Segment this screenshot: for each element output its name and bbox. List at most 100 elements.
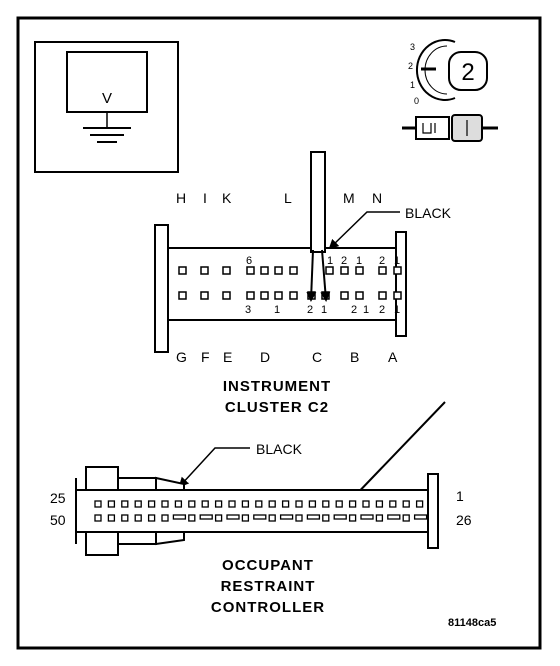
figure-border bbox=[16, 16, 542, 650]
pin-number: 1 bbox=[327, 255, 333, 267]
figure-id: 81148ca5 bbox=[448, 617, 496, 629]
orc-cavity bbox=[306, 514, 321, 520]
cavity-letter-m: M bbox=[343, 190, 355, 206]
position-3-label: 3 bbox=[410, 42, 415, 52]
orc-cavity bbox=[402, 514, 410, 522]
voltmeter-symbol: V bbox=[34, 41, 179, 173]
cluster-top-letters: H I K L M N bbox=[176, 190, 382, 206]
orc-cavity bbox=[94, 514, 102, 522]
connector-icon: 3 2 1 0 2 bbox=[402, 39, 498, 142]
cluster-top-row-cavities bbox=[178, 266, 402, 275]
orc-cavity bbox=[241, 500, 250, 508]
orc-cavity bbox=[281, 500, 290, 508]
pin-number: 1 bbox=[363, 304, 369, 316]
orc-title-line2: RESTRAINT bbox=[221, 578, 316, 595]
cavity-letter-n: N bbox=[372, 190, 382, 206]
orc-cavity bbox=[295, 514, 303, 522]
orc-pin-26: 26 bbox=[456, 512, 472, 528]
orc-cavity bbox=[134, 514, 142, 522]
orc-cavity bbox=[360, 514, 374, 520]
orc-cavity bbox=[415, 500, 424, 508]
orc-cavity bbox=[214, 500, 223, 508]
orc-cavity bbox=[226, 514, 240, 520]
pin-number: 1 bbox=[394, 304, 400, 316]
orc-cavity bbox=[375, 514, 384, 522]
orc-title-line1: OCCUPANT bbox=[222, 557, 314, 574]
orc-title-line3: CONTROLLER bbox=[211, 599, 325, 616]
cluster-wire-leader bbox=[328, 211, 400, 250]
orc-cavity bbox=[322, 500, 330, 508]
orc-cavity bbox=[322, 514, 330, 522]
orc-pin-50: 50 bbox=[50, 512, 66, 528]
orc-cavity bbox=[134, 500, 142, 508]
orc-cavity bbox=[121, 500, 129, 508]
orc-cavity bbox=[268, 514, 276, 522]
orc-cavity bbox=[308, 500, 317, 508]
cavity-letter-i: I bbox=[203, 190, 207, 206]
orc-cavity bbox=[228, 500, 236, 508]
orc-cavity bbox=[107, 500, 116, 508]
pin-number: 1 bbox=[394, 255, 400, 267]
orc-cavity bbox=[279, 514, 294, 520]
pin-number: 1 bbox=[356, 255, 362, 267]
orc-cavity bbox=[255, 500, 263, 508]
orc-wire-color-label: BLACK bbox=[256, 441, 303, 457]
cluster-wire-color-label: BLACK bbox=[405, 205, 452, 221]
probe-arrow-orc bbox=[347, 401, 446, 504]
orc-cavity bbox=[188, 514, 196, 522]
orc-cavity bbox=[147, 500, 156, 508]
cavity-letter-f: F bbox=[201, 349, 210, 365]
orc-cavity bbox=[333, 514, 347, 520]
orc-cavity bbox=[295, 500, 303, 508]
orc-pin-25: 25 bbox=[50, 490, 66, 506]
voltmeter-label: V bbox=[102, 90, 112, 107]
cavity-letter-b: B bbox=[350, 349, 359, 365]
orc-cavity bbox=[268, 500, 276, 508]
cluster-title-line1: INSTRUMENT bbox=[223, 378, 331, 395]
probe-arrow-left bbox=[306, 249, 317, 302]
orc-cavity bbox=[161, 500, 169, 508]
instrument-cluster-connector: 6 1 2 1 2 1 3 1 2 1 2 bbox=[154, 151, 407, 353]
orc-pin-1: 1 bbox=[456, 488, 464, 504]
pin-number: 1 bbox=[321, 304, 327, 316]
orc-cavity bbox=[413, 514, 428, 520]
pin-number: 3 bbox=[245, 304, 251, 316]
orc-cavity bbox=[107, 514, 116, 522]
cluster-top-row-numbers: 6 1 2 1 2 1 bbox=[246, 255, 400, 267]
pin-number: 1 bbox=[274, 304, 280, 316]
orc-cavity bbox=[335, 500, 343, 508]
cavity-letter-e: E bbox=[223, 349, 232, 365]
orc-cavity bbox=[362, 500, 370, 508]
pin-number: 2 bbox=[379, 304, 385, 316]
orc-cavity bbox=[253, 514, 267, 520]
pin-number: 2 bbox=[307, 304, 313, 316]
pin-number: 2 bbox=[351, 304, 357, 316]
orc-cavity bbox=[161, 514, 169, 522]
cavity-letter-c: C bbox=[312, 349, 322, 365]
connector-number: 2 bbox=[461, 59, 474, 86]
orc-cavity bbox=[241, 514, 250, 522]
test-probe bbox=[310, 151, 326, 253]
cavity-letter-k: K bbox=[222, 190, 232, 206]
orc-cavity bbox=[389, 500, 397, 508]
orc-cavity bbox=[147, 514, 156, 522]
orc-cavity bbox=[201, 500, 209, 508]
cavity-letter-d: D bbox=[260, 349, 270, 365]
orc-cavity bbox=[348, 500, 357, 508]
orc-cavity bbox=[188, 500, 196, 508]
orc-cavity bbox=[199, 514, 213, 520]
probe-arrow-right bbox=[320, 249, 331, 302]
orc-cavity bbox=[402, 500, 410, 508]
orc-top-row-cavities bbox=[94, 500, 424, 508]
pin-number: 2 bbox=[341, 255, 347, 267]
cluster-bottom-letters: G F E D C B A bbox=[176, 349, 398, 365]
orc-cavity bbox=[387, 514, 401, 520]
orc-wire-leader bbox=[178, 447, 250, 488]
orc-cavity bbox=[214, 514, 223, 522]
orc-cavity bbox=[121, 514, 129, 522]
pin-number: 6 bbox=[246, 255, 252, 267]
occupant-restraint-controller-connector bbox=[75, 466, 439, 556]
cavity-letter-g: G bbox=[176, 349, 187, 365]
cavity-letter-l: L bbox=[284, 190, 292, 206]
